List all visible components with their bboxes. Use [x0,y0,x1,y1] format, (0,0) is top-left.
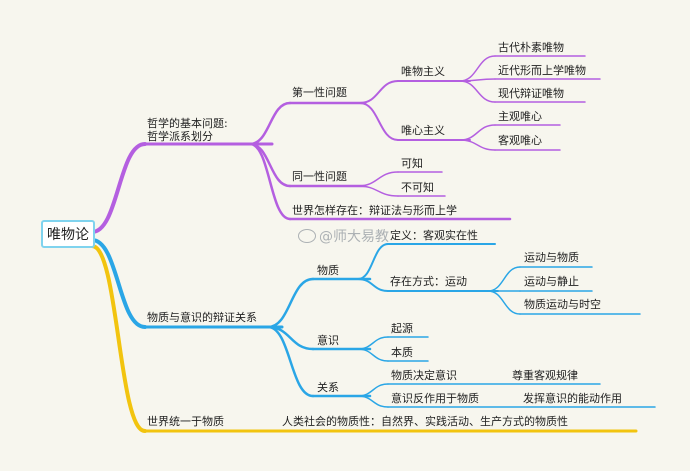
link-root-unity [90,244,147,433]
link-basic-world [248,142,292,221]
node-first-question[interactable]: 第一性问题 [292,86,347,99]
node-unknowable[interactable]: 不可知 [401,181,434,194]
node-motion-rest[interactable]: 运动与静止 [524,275,579,288]
node-identity-question[interactable]: 同一性问题 [292,170,347,183]
link-cons-origin [357,336,389,350]
node-motion-matter[interactable]: 运动与物质 [524,251,579,264]
node-consciousness-reacts[interactable]: 意识反作用于物质 [391,392,479,405]
link-mat-ancient [459,55,496,82]
link-exist-spacetime [487,290,521,315]
link-mat-dialectical [459,80,496,103]
link-rel-determines [357,383,389,397]
node-idealism[interactable]: 唯心主义 [401,124,445,137]
node-dialectic-relation[interactable]: 物质与意识的辩证关系 [147,311,257,324]
link-dialectic-relation [266,325,315,398]
node-world-unity[interactable]: 世界统一于物质 [147,415,224,428]
node-origin[interactable]: 起源 [391,322,413,335]
node-subjective-idealism[interactable]: 主观唯心 [498,110,542,123]
link-first-materialism [359,80,399,104]
node-knowable[interactable]: 可知 [401,157,423,170]
link-cons-essence [357,348,389,362]
node-matter[interactable]: 物质 [317,264,339,277]
link-ideal-objective [459,139,496,151]
node-basic-question[interactable]: 哲学的基本问题: 哲学派系划分 [147,117,228,143]
node-relation[interactable]: 关系 [317,381,339,394]
node-materialism[interactable]: 唯物主义 [401,65,445,78]
link-id-knowable [357,171,399,187]
link-basic-first [248,101,292,146]
node-basic-question-line1: 哲学的基本问题: [147,117,228,130]
node-objective-idealism[interactable]: 客观唯心 [498,134,542,147]
node-social-materiality[interactable]: 人类社会的物质性：自然界、实践活动、生产方式的物质性 [282,415,568,428]
link-first-idealism [359,102,399,141]
weibo-icon [298,229,316,243]
link-exist-motion-matter [487,266,521,292]
root-label: 唯物论 [47,227,89,243]
node-active-role[interactable]: 发挥意识的能动作用 [523,392,622,405]
node-matter-definition[interactable]: 定义：客观实在性 [390,229,478,242]
link-matter-existence [357,278,389,292]
link-rel-reacts [357,395,389,408]
node-existence-mode[interactable]: 存在方式：运动 [390,275,467,288]
node-basic-question-line2: 哲学派系划分 [147,130,213,143]
node-modern-metaphysical-materialism[interactable]: 近代形而上学唯物 [498,64,586,77]
watermark: @师大易教 [298,226,389,246]
node-consciousness[interactable]: 意识 [317,334,339,347]
watermark-text: @师大易教 [319,229,389,245]
link-matter-definition [357,243,389,280]
link-ideal-subjective [459,124,496,141]
link-id-unknowable [357,185,399,197]
node-world-existence[interactable]: 世界怎样存在：辩证法与形而上学 [292,204,457,217]
node-dialectical-materialism[interactable]: 现代辩证唯物 [498,87,564,100]
node-essence[interactable]: 本质 [391,346,413,359]
link-root-dialectic [90,238,147,329]
root-node[interactable]: 唯物论 [41,220,95,248]
link-dialectic-matter [266,277,315,329]
link-root-basic [90,142,147,234]
node-ancient-materialism[interactable]: 古代朴素唯物 [498,41,564,54]
node-motion-spacetime[interactable]: 物质运动与时空 [524,298,601,311]
node-respect-laws[interactable]: 尊重客观规律 [512,369,578,382]
node-matter-determines[interactable]: 物质决定意识 [391,369,457,382]
